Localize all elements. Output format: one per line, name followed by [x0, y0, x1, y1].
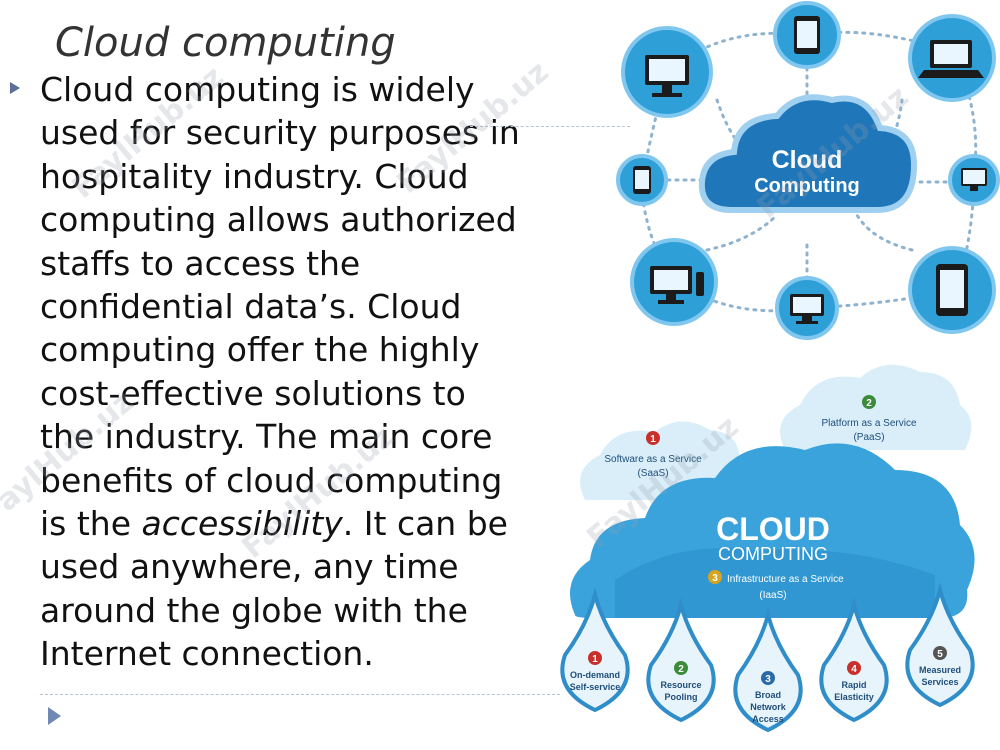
next-arrow-icon	[48, 707, 61, 725]
saas-label-line1: Software as a Service	[604, 454, 702, 465]
drop-label-line1: Rapid	[841, 680, 866, 690]
paas-label-line2: (PaaS)	[853, 432, 884, 443]
body-text-emphasis: accessibility	[141, 504, 343, 544]
drop-number-badge	[933, 646, 947, 660]
saas-number: 1	[650, 434, 656, 445]
drop-number: 3	[765, 674, 771, 685]
drop-number-badge	[674, 661, 688, 675]
bullet-text: Cloud computing is widely used for secur…	[40, 68, 530, 676]
drop-number: 2	[678, 664, 684, 675]
body-text-part2: . It can be used anywhere, any time arou…	[40, 504, 508, 674]
device-workstation-icon	[630, 238, 718, 326]
drop-label-line1: On-demand	[570, 670, 620, 680]
device-monitor-icon	[948, 154, 1000, 206]
cloud-label-line1: Cloud	[772, 146, 843, 174]
drop-label-line2: Network	[750, 702, 787, 712]
drop-label-line1: Measured	[919, 665, 961, 675]
drop-number: 4	[851, 664, 857, 675]
divider-top	[470, 126, 630, 127]
characteristic-drops: 1On-demandSelf-service2ResourcePooling3B…	[560, 582, 975, 733]
drop-number: 5	[937, 649, 943, 660]
body-text-part1: Cloud computing is widely used for secur…	[40, 70, 520, 544]
paas-number: 2	[866, 398, 872, 409]
iaas-label-line2: (IaaS)	[759, 590, 786, 601]
drop-label-line2: Elasticity	[834, 692, 874, 702]
saas-label-line2: (SaaS)	[637, 468, 668, 479]
main-label-line1: CLOUD	[716, 511, 830, 547]
device-tablet-icon	[773, 1, 841, 69]
drop-label-line2: Pooling	[665, 692, 698, 702]
device-small-monitor-icon	[775, 276, 839, 340]
bullet-list: Cloud computing is widely used for secur…	[10, 68, 530, 676]
paas-label-line1: Platform as a Service	[821, 418, 916, 429]
iaas-number: 3	[712, 573, 718, 584]
bullet-arrow-icon	[10, 82, 20, 94]
iaas-label-line1: Infrastructure as a Service	[727, 574, 844, 585]
divider-bottom	[40, 694, 560, 695]
cloud-label-line2: Computing	[754, 175, 860, 197]
device-laptop-icon	[908, 14, 996, 102]
drop-label-line1: Broad	[755, 690, 781, 700]
device-desktop-icon	[621, 26, 713, 118]
drop-label-line2: Self-service	[570, 682, 621, 692]
slide-title: Cloud computing	[55, 20, 396, 66]
cloud-shape	[698, 94, 918, 213]
drop-label-line2: Services	[921, 677, 958, 687]
drop-number-badge	[847, 661, 861, 675]
drop-number-badge	[761, 671, 775, 685]
drop-number: 1	[592, 654, 598, 665]
drop-number-badge	[588, 651, 602, 665]
device-phone-icon	[616, 154, 668, 206]
cloud-services-diagram: 2 Platform as a Service (PaaS) 1 Softwar…	[560, 364, 975, 733]
main-label-line2: COMPUTING	[718, 544, 828, 564]
paas-cloud	[780, 364, 972, 450]
device-smartphone-icon	[908, 246, 996, 334]
drop-label-line3: Access	[752, 714, 784, 724]
drop-label-line1: Resource	[660, 680, 701, 690]
cloud-network-diagram: Cloud Computing	[616, 1, 1000, 340]
